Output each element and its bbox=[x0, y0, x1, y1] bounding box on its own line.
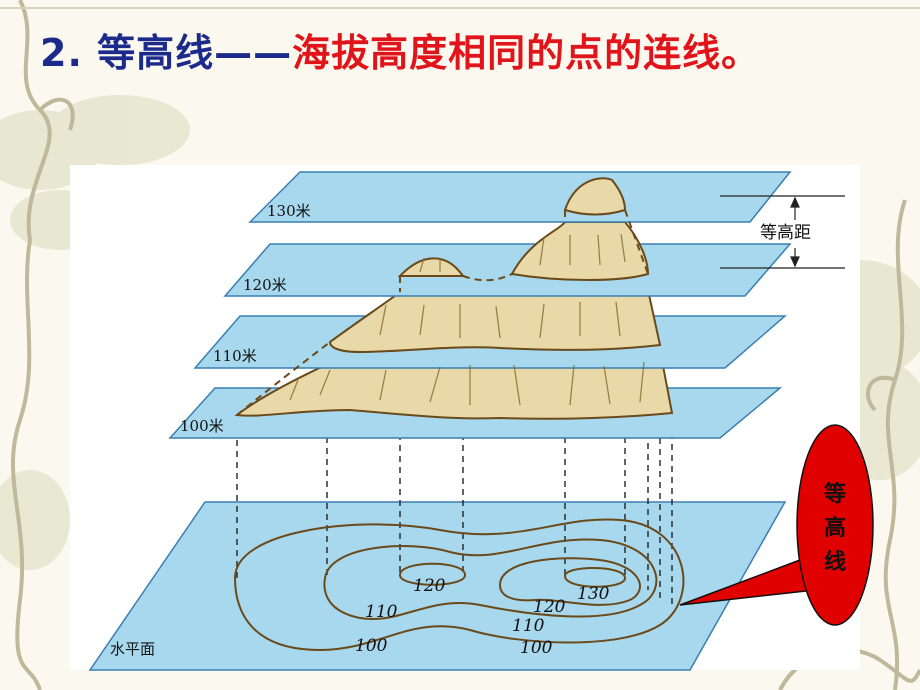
terrain-summit bbox=[563, 177, 627, 216]
plane-120 bbox=[223, 243, 792, 297]
title-term: 等高线 bbox=[97, 31, 215, 75]
interval-indicator bbox=[720, 195, 845, 269]
level-label-110: 110米 bbox=[213, 347, 257, 365]
callout-text: 等 高 线 bbox=[820, 478, 850, 580]
contour-label-right-100: 100 bbox=[520, 638, 553, 658]
base-plane-label: 水平面 bbox=[110, 640, 155, 658]
title-number: 2. bbox=[40, 31, 83, 75]
contour-label-right-110: 110 bbox=[512, 616, 545, 636]
vine-left-icon bbox=[11, 0, 75, 690]
vine-right-icon bbox=[865, 199, 907, 690]
title-dash: —— bbox=[214, 31, 293, 75]
slide-title: 2. 等高线——海拔高度相同的点的连线。 bbox=[40, 22, 760, 77]
contour-label-right-120: 120 bbox=[533, 597, 566, 617]
plane-130 bbox=[248, 171, 792, 223]
callout-char-1: 等 bbox=[823, 482, 846, 507]
contour-label-left-120: 120 bbox=[413, 576, 446, 596]
contour-label-left-110: 110 bbox=[365, 602, 398, 622]
terrain-band-120 bbox=[510, 221, 650, 281]
contour-callout bbox=[679, 424, 874, 626]
terrain-texture bbox=[289, 233, 645, 406]
terrain-peak-left bbox=[397, 257, 465, 277]
contour-lines bbox=[233, 518, 685, 652]
terrain-band-110 bbox=[328, 288, 662, 354]
interval-label: 等高距 bbox=[760, 223, 811, 243]
callout-char-2: 高 bbox=[823, 516, 846, 541]
level-label-130: 130米 bbox=[267, 202, 311, 220]
callout-char-3: 线 bbox=[823, 550, 846, 575]
contour-label-left-100: 100 bbox=[355, 636, 388, 656]
contour-label-right-130: 130 bbox=[577, 584, 610, 604]
level-label-100: 100米 bbox=[180, 417, 224, 435]
level-label-120: 120米 bbox=[243, 276, 287, 294]
title-definition: 海拔高度相同的点的连线。 bbox=[292, 31, 761, 75]
